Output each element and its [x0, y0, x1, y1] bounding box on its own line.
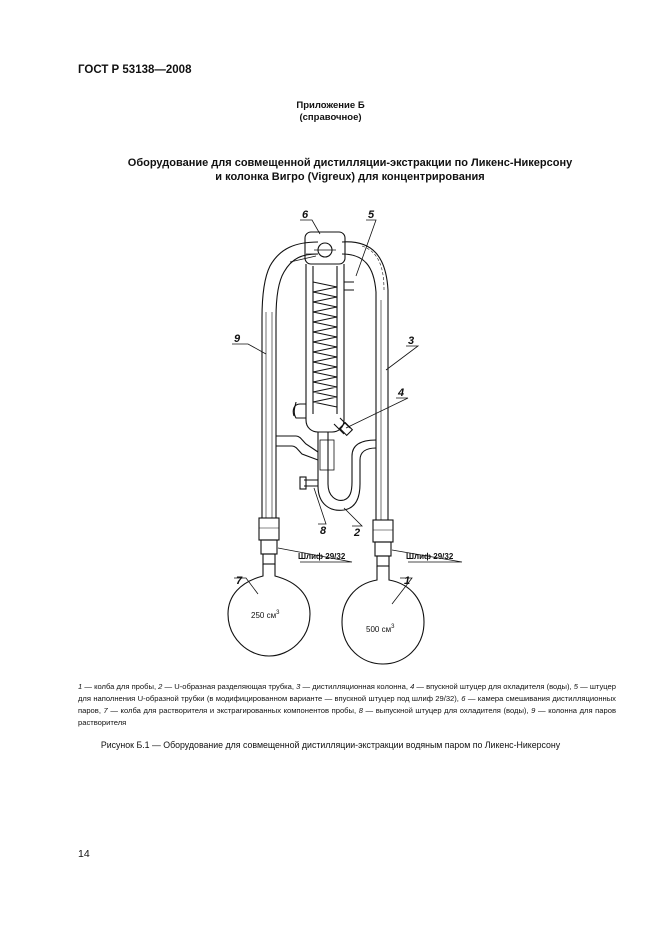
distillation-column — [341, 241, 389, 520]
callout-leaders — [232, 219, 463, 605]
connecting-tubes — [276, 401, 319, 461]
solvent-vapor-column — [261, 241, 319, 518]
left-joint-label: Шлиф 29/32 — [298, 552, 346, 561]
mixing-chamber — [304, 231, 346, 265]
solvent-flask-volume: 250 см3 — [251, 610, 280, 620]
legend-num-8: 8 — [358, 706, 363, 715]
callout-2: 2 — [353, 527, 360, 539]
appendix-note: (справочное) — [299, 112, 362, 123]
legend-text-9: — колонна для паров растворителя — [78, 706, 616, 727]
callout-9: 9 — [234, 333, 241, 345]
legend-text-6: — камера смешивания дистилляционных паро… — [78, 694, 616, 715]
callout-8: 8 — [320, 525, 327, 537]
legend-text-4: — впускной штуцер для охладите­ля (воды)… — [414, 682, 574, 691]
sample-flask-volume: 500 см3 — [366, 624, 395, 634]
left-ground-joint — [258, 517, 280, 565]
solvent-flask — [227, 564, 311, 657]
condenser — [305, 253, 354, 433]
legend-num-4: 4 — [410, 682, 415, 691]
sample-flask — [341, 566, 425, 665]
apparatus-diagram: 6 5 9 3 4 2 8 7 1 Шлиф 29/32 Шлиф 29/32 … — [227, 209, 463, 665]
right-joint-label: Шлиф 29/32 — [406, 552, 454, 561]
figure-legend: 1 — колба для пробы, 2 — U-образная разд… — [78, 681, 616, 729]
document-code: ГОСТ Р 53138—2008 — [78, 64, 192, 76]
coolant-inlet-nozzle — [333, 417, 354, 437]
legend-num-6: 6 — [461, 694, 466, 703]
callout-1: 1 — [404, 575, 410, 587]
callout-6: 6 — [302, 209, 309, 221]
legend-text-5: — штуцер для наполнения U-образной трубк… — [78, 682, 616, 703]
legend-num-3: 3 — [296, 682, 301, 691]
legend-num-7: 7 — [103, 706, 108, 715]
legend-text-8: — вы­пускной штуцер для охладителя (воды… — [362, 706, 532, 715]
callout-3: 3 — [408, 335, 414, 347]
right-ground-joint — [372, 519, 394, 567]
callout-4: 4 — [397, 387, 404, 399]
legend-num-1: 1 — [78, 682, 83, 691]
legend-num-9: 9 — [531, 706, 536, 715]
legend-text-1: — колба для пробы, — [82, 682, 159, 691]
callout-5: 5 — [368, 209, 375, 221]
figure-caption: Рисунок Б.1 — Оборудование для совмещенн… — [100, 740, 561, 750]
u-shaped-separator-tube — [317, 432, 377, 511]
appendix-heading: Приложение Б (справочное) — [0, 100, 661, 124]
legend-text-3: — дистилляционная колонна, — [300, 682, 411, 691]
figure-title-line2: и колонка Вигро (Vigreux) для концентрир… — [215, 171, 485, 183]
page-number: 14 — [78, 848, 90, 860]
legend-text-2: — U-образная разделяющая трубка, — [162, 682, 297, 691]
legend-text-7: — колба для растворителя и экстрагирован… — [107, 706, 359, 715]
appendix-title: Приложение Б — [296, 100, 365, 111]
coolant-outlet-nozzle — [299, 476, 318, 490]
figure-title-line1: Оборудование для совмещенной дистилляции… — [127, 157, 573, 169]
figure-title: Оборудование для совмещенной дистилляции… — [60, 156, 640, 184]
legend-num-5: 5 — [573, 682, 578, 691]
callout-7: 7 — [236, 575, 243, 587]
legend-num-2: 2 — [158, 682, 163, 691]
